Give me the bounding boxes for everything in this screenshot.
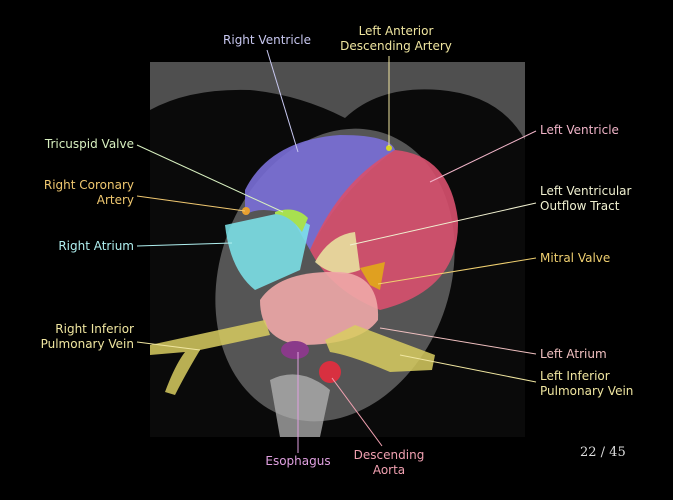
label-lipv-line2: Pulmonary Vein: [540, 384, 634, 398]
label-rca-line1: Right Coronary: [43, 178, 134, 192]
label-right-atrium: Right Atrium: [58, 239, 134, 253]
mitral-valve-region: [360, 262, 385, 290]
rca-marker: [242, 207, 250, 215]
left-pulmonary-vein-region: [325, 325, 435, 372]
label-lad-line1: Left Anterior: [358, 24, 434, 38]
label-right-ventricle: Right Ventricle: [223, 33, 311, 47]
esophagus-region: [281, 341, 309, 359]
right-atrium-region: [225, 212, 310, 290]
left-atrium-region: [260, 271, 379, 345]
aorta-region: [319, 361, 341, 383]
right-pulmonary-vein-region: [150, 320, 270, 395]
label-ripv-line1: Right Inferior: [55, 322, 134, 336]
label-lvot-line1: Left Ventricular: [540, 184, 632, 198]
leader-lines: [136, 49, 537, 453]
label-aorta-line2: Aorta: [372, 463, 406, 477]
label-lvot-line2: Outflow Tract: [540, 199, 620, 213]
label-tricuspid-valve: Tricuspid Valve: [44, 137, 134, 151]
label-mitral-valve: Mitral Valve: [540, 251, 611, 265]
tricuspid-valve-region: [275, 209, 308, 232]
lad-marker: [386, 145, 392, 151]
vertebra: [270, 374, 330, 437]
label-aorta-line1: Descending: [353, 448, 425, 462]
label-ripv-line2: Pulmonary Vein: [40, 337, 134, 351]
label-left-ventricle: Left Ventricle: [540, 123, 619, 137]
label-rca-line2: Artery: [96, 193, 134, 207]
label-lad-line2: Descending Artery: [340, 39, 452, 53]
label-esophagus: Esophagus: [265, 454, 331, 468]
chest-wall: [150, 62, 525, 140]
label-left-atrium: Left Atrium: [540, 347, 607, 361]
page-counter: 22 / 45: [580, 445, 626, 460]
lvot-region: [315, 232, 360, 274]
right-ventricle-region: [245, 135, 395, 250]
label-lipv-line1: Left Inferior: [540, 369, 610, 383]
